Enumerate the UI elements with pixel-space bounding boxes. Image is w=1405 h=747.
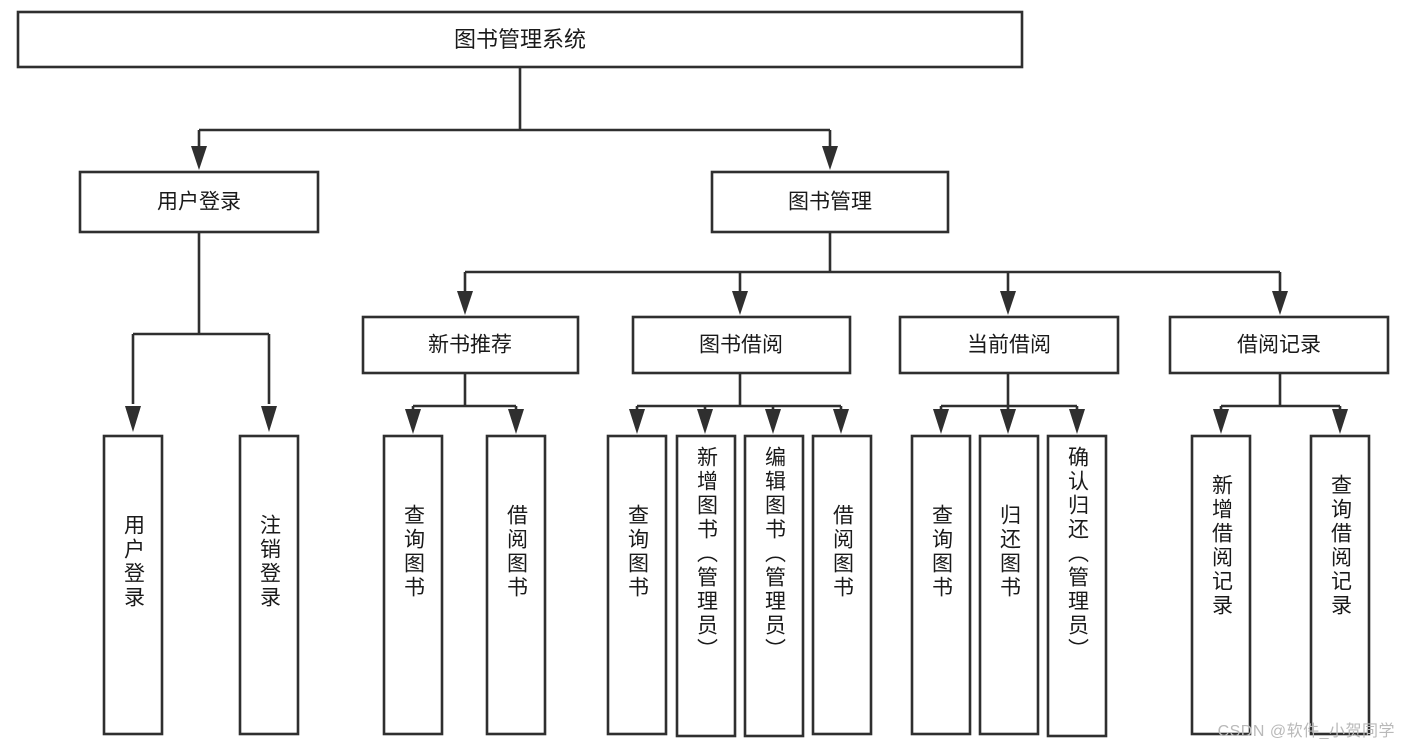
node-current-borrow-box[interactable] <box>898 315 1120 375</box>
leaf-box-return-book[interactable] <box>978 434 1040 736</box>
arrow-head-icon <box>1213 409 1229 434</box>
leaf-box-query-book-current[interactable] <box>910 434 972 736</box>
arrow-head-icon <box>125 406 141 432</box>
arrow-head-icon <box>732 291 748 315</box>
arrow-head-icon <box>508 409 524 434</box>
node-book-borrow-box[interactable] <box>631 315 852 375</box>
connector-group-user-login <box>125 232 277 432</box>
arrow-head-icon <box>261 406 277 432</box>
leaf-box-borrow-book[interactable] <box>811 434 873 736</box>
arrow-head-icon <box>629 409 645 434</box>
node-borrow-record-label: 借阅记录 <box>1237 334 1321 357</box>
leaf-box-query-borrow-record[interactable] <box>1309 434 1371 736</box>
arrow-head-icon <box>1000 291 1016 315</box>
arrow-head-icon <box>765 409 781 434</box>
leaf-box-confirm-return-admin[interactable] <box>1046 434 1108 738</box>
connector-group-current <box>933 373 1085 434</box>
leaf-box-borrow-book-newbook[interactable] <box>485 434 547 736</box>
leaf-box-add-borrow-record[interactable] <box>1190 434 1252 736</box>
leaf-box-query-book-borrow[interactable] <box>606 434 668 736</box>
connector-group-records <box>1213 373 1348 434</box>
leaf-box-edit-book-admin[interactable] <box>743 434 805 738</box>
node-user-login-box[interactable] <box>78 170 320 234</box>
node-book-management-box[interactable] <box>710 170 950 234</box>
node-book-borrow-label: 图书借阅 <box>699 334 783 357</box>
node-new-book-recommend-label: 新书推荐 <box>428 334 512 357</box>
arrow-head-icon <box>457 291 473 315</box>
arrow-head-icon <box>405 409 421 434</box>
leaf-box-user-login[interactable] <box>102 434 164 736</box>
leaf-box-query-book-newbook[interactable] <box>382 434 444 736</box>
arrow-head-icon <box>191 146 207 170</box>
node-user-login-label: 用户登录 <box>157 191 241 214</box>
arrow-head-icon <box>1000 409 1016 434</box>
arrow-head-icon <box>822 146 838 170</box>
leaf-box-add-book-admin[interactable] <box>675 434 737 738</box>
leaf-box-logout[interactable] <box>238 434 300 736</box>
node-root-label: 图书管理系统 <box>454 27 586 52</box>
arrow-head-icon <box>833 409 849 434</box>
connector-group-newbook <box>405 373 524 434</box>
node-new-book-recommend-box[interactable] <box>361 315 580 375</box>
connector-group-borrow <box>629 373 849 434</box>
node-borrow-record-box[interactable] <box>1168 315 1390 375</box>
arrow-head-icon <box>697 409 713 434</box>
arrow-head-icon <box>1272 291 1288 315</box>
node-book-management-label: 图书管理 <box>788 191 872 214</box>
arrow-head-icon <box>933 409 949 434</box>
node-root-box[interactable] <box>16 10 1024 69</box>
arrow-head-icon <box>1069 409 1085 434</box>
connector-group-book-mgmt <box>457 232 1288 315</box>
arrow-head-icon <box>1332 409 1348 434</box>
connector-group-root <box>191 67 838 170</box>
node-current-borrow-label: 当前借阅 <box>967 334 1051 357</box>
